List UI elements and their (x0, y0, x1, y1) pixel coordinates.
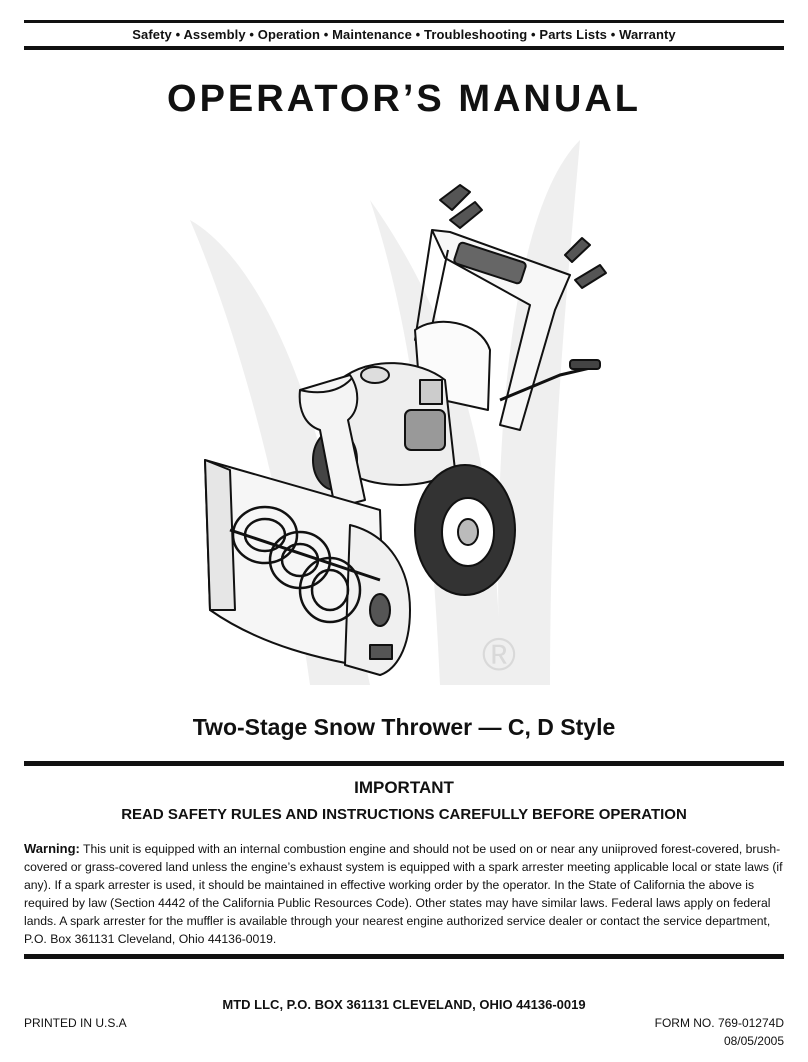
topics-line: Safety • Assembly • Operation • Maintena… (132, 27, 676, 42)
important-heading: IMPORTANT (354, 778, 454, 797)
snow-thrower-illustration: ® (190, 140, 607, 685)
printed-in: PRINTED IN U.S.A (24, 1016, 127, 1030)
product-subtitle: Two-Stage Snow Thrower — C, D Style (192, 714, 616, 740)
warning-paragraph: Warning: This unit is equipped with an i… (24, 840, 784, 948)
top-rule-lower (24, 46, 784, 50)
form-date: 08/05/2005 (723, 1034, 784, 1048)
mid-rule-1 (24, 761, 784, 766)
form-number: FORM NO. 769-01274D (654, 1016, 784, 1030)
warning-label: Warning: (24, 841, 80, 856)
registered-mark-icon: ® (482, 628, 516, 680)
read-safety-heading: READ SAFETY RULES AND INSTRUCTIONS CAREF… (121, 806, 687, 823)
top-rule (24, 20, 784, 23)
footer-address: MTD LLC, P.O. BOX 361131 CLEVELAND, OHIO… (222, 997, 586, 1012)
mid-rule-2 (24, 954, 784, 959)
warning-text: This unit is equipped with an internal c… (24, 842, 783, 946)
manual-title: OPERATOR’S MANUAL (167, 78, 641, 120)
